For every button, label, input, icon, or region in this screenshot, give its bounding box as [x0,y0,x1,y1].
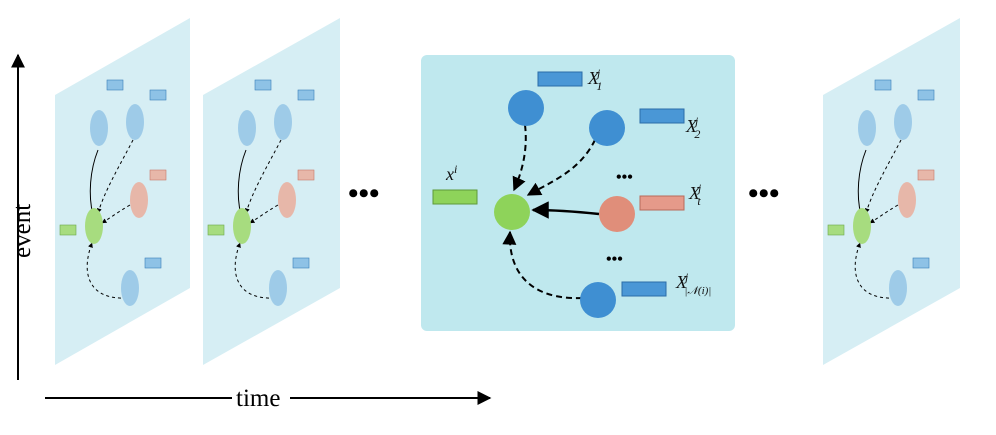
neighbor-node-1 [508,90,544,126]
ellipsis-right: ••• [748,177,780,210]
neighbor-node-2 [589,110,625,146]
feature-rect-2 [639,108,685,124]
target-node [494,194,530,230]
neighbor-node-t [599,196,635,232]
time-axis-label: time [236,385,280,412]
ellipsis-left: ••• [348,177,380,210]
neighbor-label-n: Xj|𝒩(i)| [675,270,711,297]
time-slice-panel-last [823,18,960,365]
dots-lower: ••• [606,251,623,268]
feature-rect-1 [537,71,583,87]
edge-1 [512,124,527,192]
event-axis-label: event [9,204,36,258]
edge-t [531,201,600,219]
time-slice-panel-1 [55,18,190,365]
feature-rect-target [432,189,478,205]
edge-n [502,230,583,300]
feature-rect-n [621,281,667,297]
dots-upper: ••• [616,169,633,186]
target-label: xi [445,162,457,184]
time-slice-panel-2 [203,18,340,365]
neighbor-node-n [580,282,616,318]
edge-2 [526,139,596,196]
feature-rect-t [639,195,685,211]
